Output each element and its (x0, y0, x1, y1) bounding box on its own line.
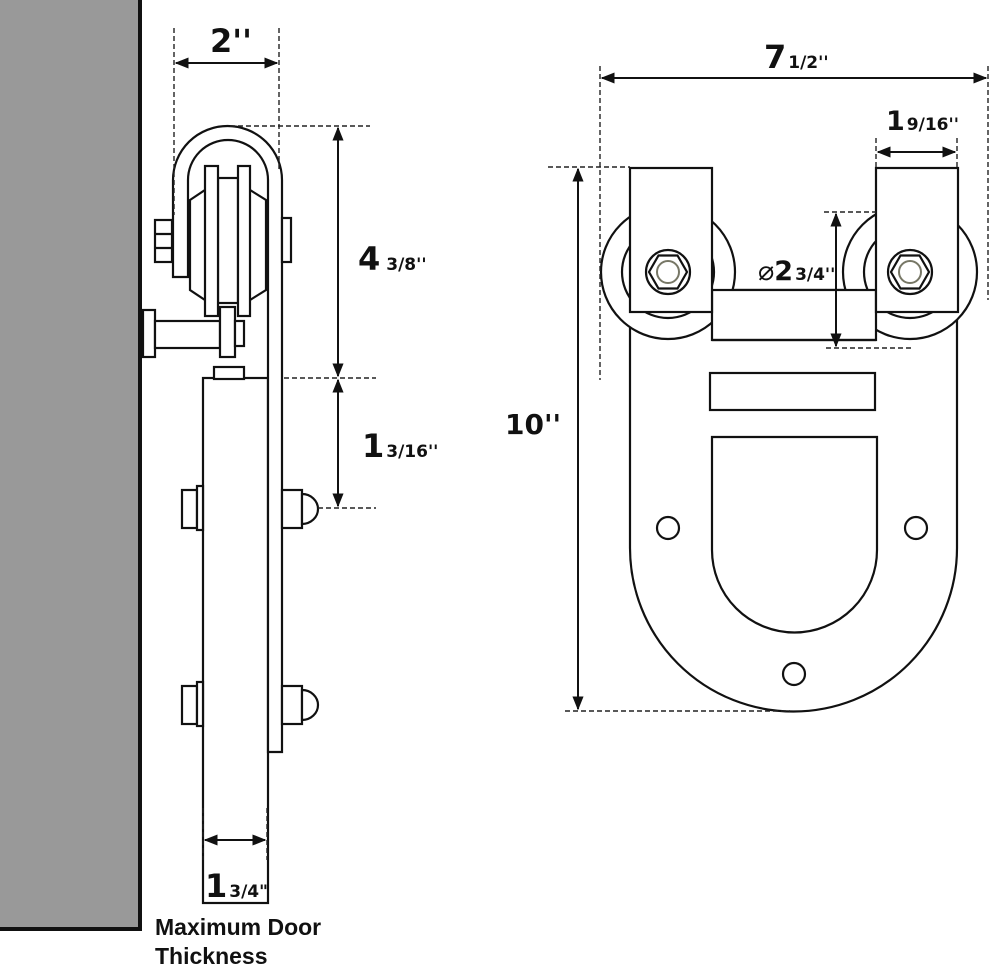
door-bolt-upper (180, 484, 320, 532)
door-bolt-lower (180, 680, 320, 728)
dim-hanger-width: 2'' (210, 22, 252, 60)
door-edge (201, 376, 270, 905)
bracket-right (874, 166, 960, 314)
front-view (548, 66, 989, 713)
axle-end (280, 216, 293, 264)
axle-nut (153, 218, 174, 264)
anti-jump-base (141, 308, 157, 359)
slot (708, 371, 877, 412)
anti-jump-shaft (153, 319, 222, 350)
mount-hole (655, 515, 681, 541)
bracket-left (628, 166, 714, 314)
mount-hole (903, 515, 929, 541)
side-view (141, 28, 376, 905)
axle-nut-left (644, 248, 692, 296)
wall (0, 0, 142, 931)
dim-overall-height: 10'' (505, 408, 561, 441)
hanger-strap (171, 124, 284, 754)
u-cutout (710, 435, 879, 634)
axle-nut-right (886, 248, 934, 296)
hanger-plate (628, 288, 959, 713)
mount-hole (781, 661, 807, 687)
door-cap (212, 365, 246, 381)
caption-line2: Thickness (155, 943, 268, 968)
caption-line1: Maximum Door (155, 914, 321, 940)
